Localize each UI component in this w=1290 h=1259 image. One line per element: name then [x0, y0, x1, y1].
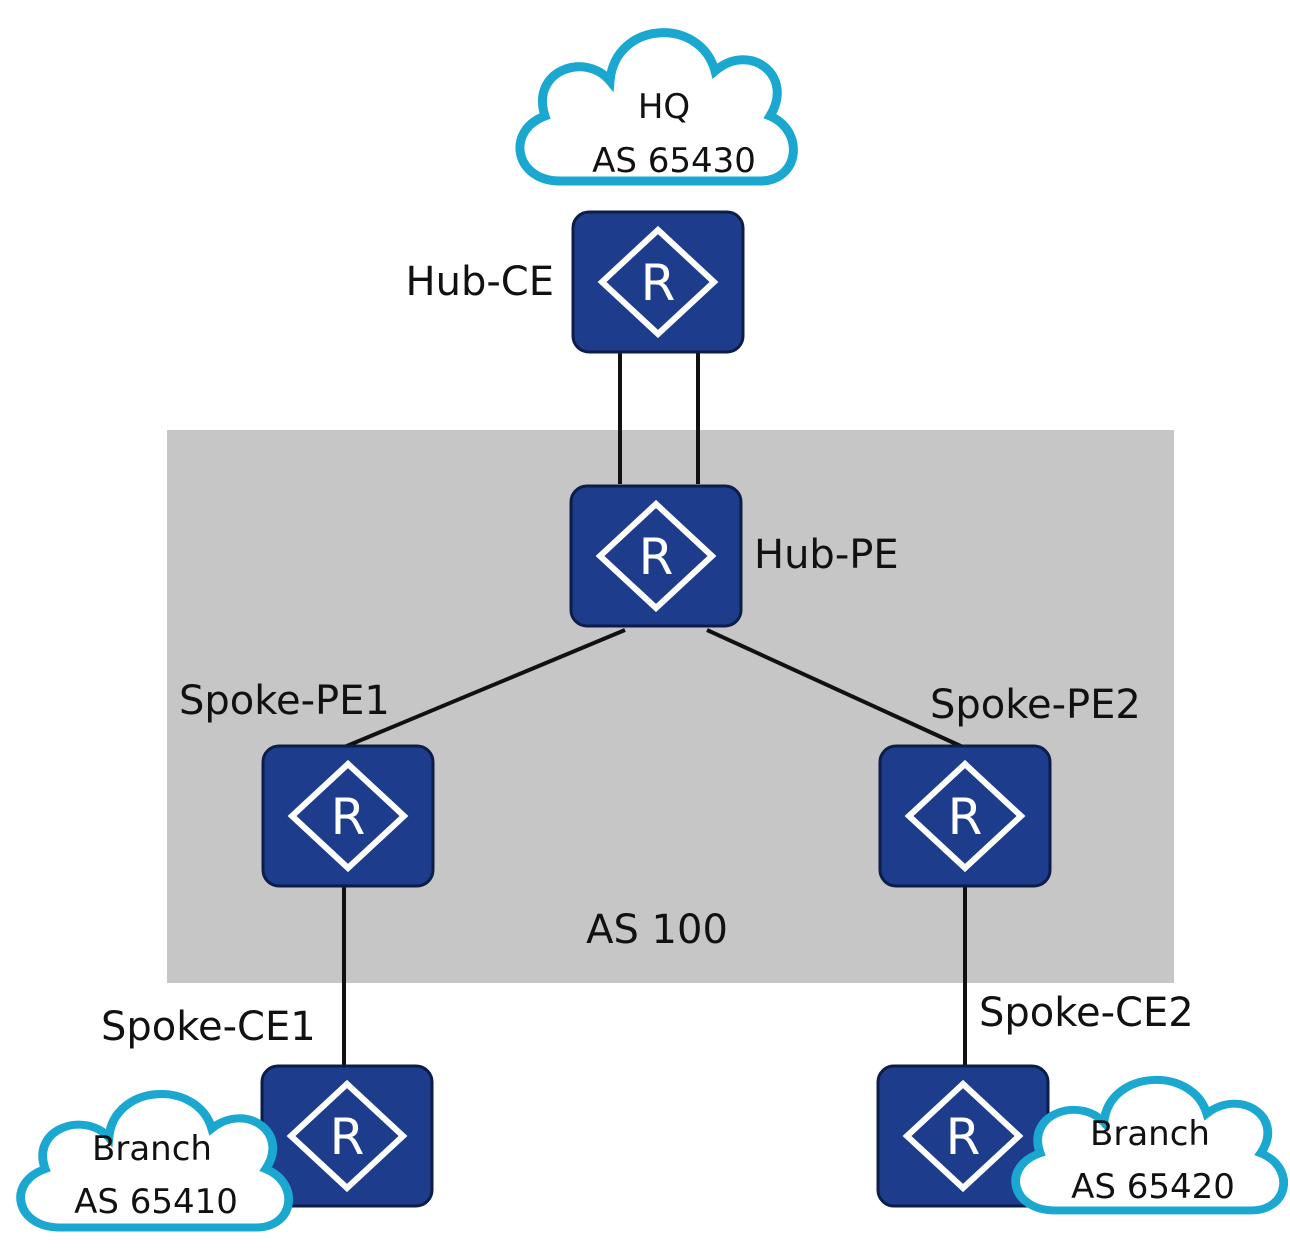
router-letter: R	[330, 1108, 365, 1166]
spoke-pe1-router: R	[263, 746, 433, 886]
spoke-pe2-router: R	[880, 746, 1050, 886]
router-letter: R	[639, 528, 674, 586]
hub-ce-label: Hub-CE	[406, 259, 554, 305]
hq-cloud-name: HQ	[638, 87, 690, 127]
as-region-label: AS 100	[586, 907, 728, 953]
hq-cloud-as: AS 65430	[592, 141, 756, 181]
branch2-cloud-as: AS 65420	[1071, 1167, 1235, 1207]
spoke-pe1-label: Spoke-PE1	[179, 678, 390, 724]
router-letter: R	[331, 788, 366, 846]
spoke-ce2-label: Spoke-CE2	[979, 990, 1194, 1036]
branch2-cloud-name: Branch	[1090, 1114, 1210, 1154]
router-letter: R	[641, 254, 676, 312]
spoke-ce2-router: R	[878, 1066, 1048, 1206]
spoke-pe2-label: Spoke-PE2	[930, 682, 1141, 728]
router-letter: R	[948, 788, 983, 846]
router-letter: R	[946, 1108, 981, 1166]
spoke-ce1-label: Spoke-CE1	[101, 1004, 316, 1050]
link-hubpe-spokepe1	[341, 628, 626, 750]
hub-pe-label: Hub-PE	[754, 532, 899, 578]
hub-ce-router: R	[573, 212, 743, 352]
link-hubpe-spokepe2	[706, 628, 966, 750]
links	[341, 352, 967, 1066]
spoke-ce1-router: R	[262, 1066, 432, 1206]
hub-pe-router: R	[571, 486, 741, 626]
branch1-cloud-as: AS 65410	[74, 1182, 238, 1222]
branch1-cloud-name: Branch	[92, 1129, 212, 1169]
